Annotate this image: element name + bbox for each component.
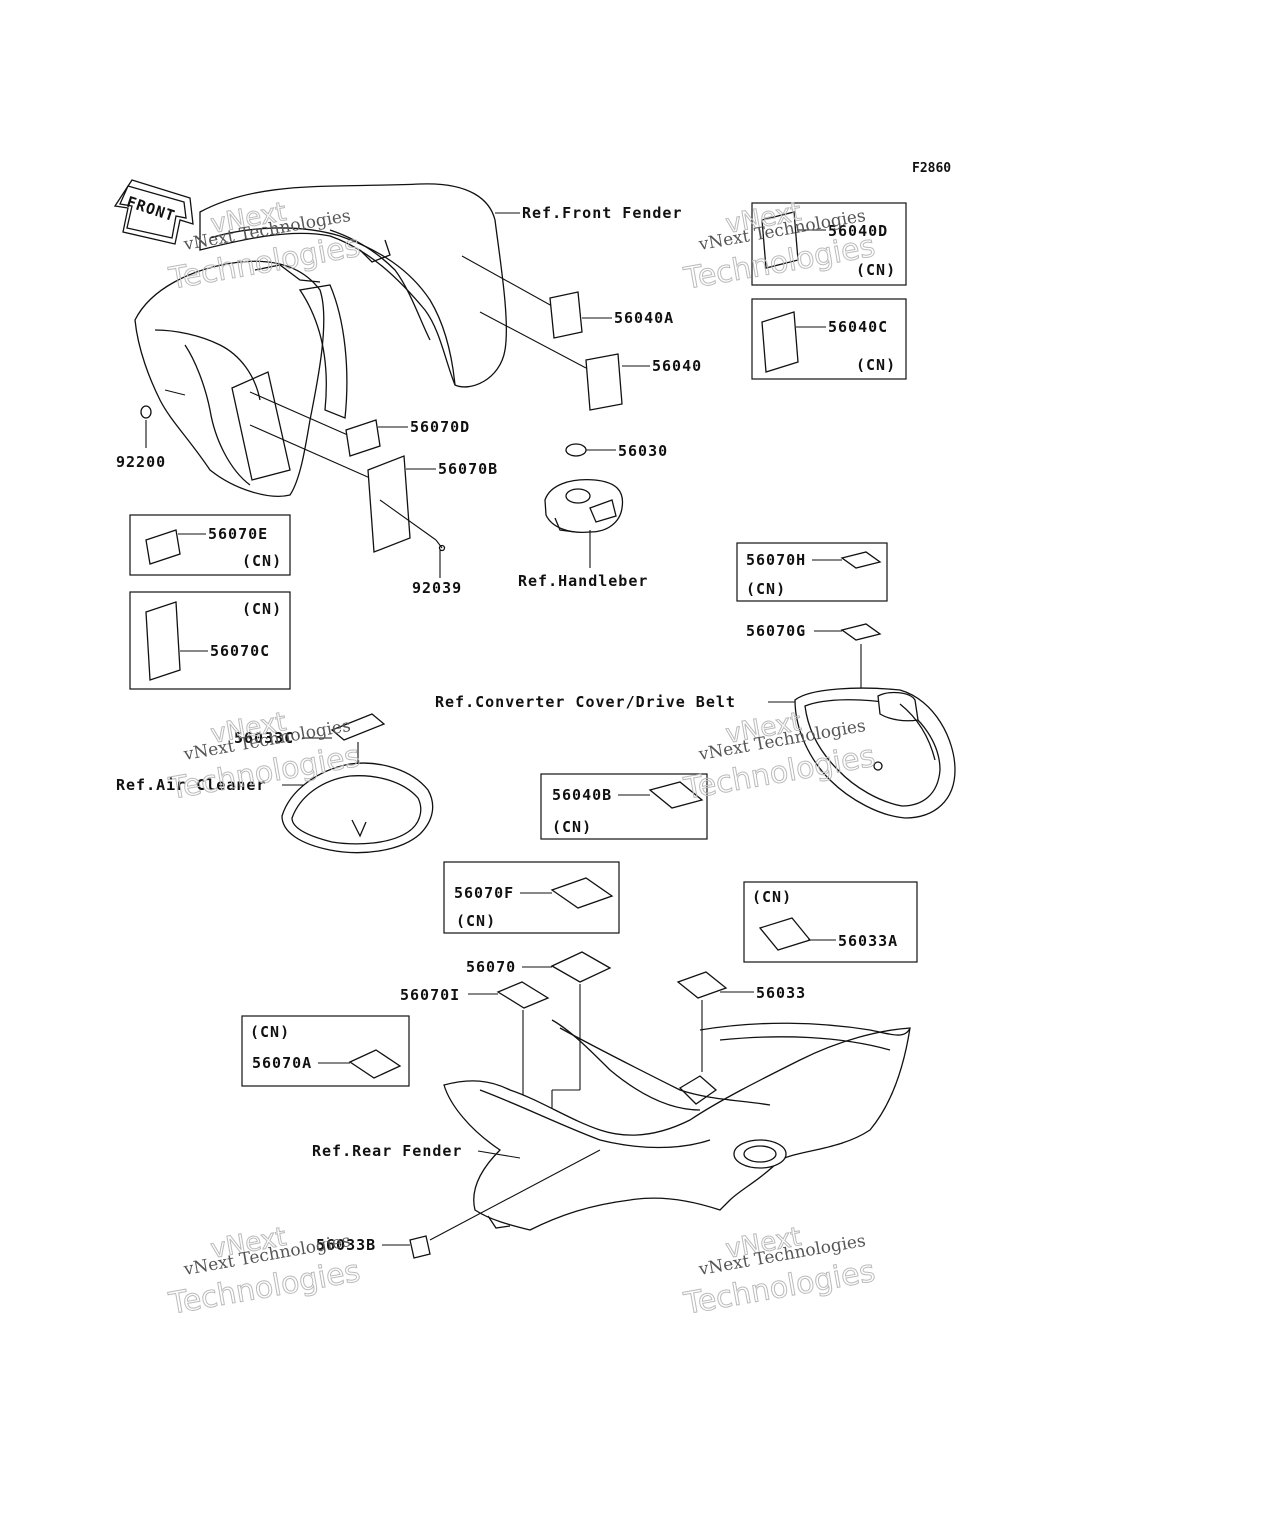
box-56070F — [443, 861, 620, 934]
box-56070E — [129, 514, 291, 576]
decal-56040B — [648, 781, 704, 809]
decal-56070D — [345, 419, 381, 457]
decal-56070F — [550, 877, 614, 909]
box-56033A — [743, 881, 918, 963]
part-56033B-label: 56033B — [316, 1236, 376, 1254]
box-56040C — [751, 298, 907, 380]
box-56070C — [129, 591, 291, 690]
ref-front-fender: Ref.Front Fender — [522, 204, 683, 222]
box-56040D — [751, 202, 907, 286]
box-56070A — [241, 1015, 410, 1087]
part-56070G-label: 56070G — [746, 622, 806, 640]
decal-56040A — [549, 291, 583, 339]
converter-cover-drawing — [794, 687, 956, 819]
cn-tag-56033A: (CN) — [752, 888, 792, 906]
ref-converter-cover: Ref.Converter Cover/Drive Belt — [435, 693, 736, 711]
front-arrow-icon: FRONT — [113, 179, 194, 245]
decal-56070A — [348, 1049, 402, 1079]
part-56070H-label: 56070H — [746, 551, 806, 569]
ref-rear-fender: Ref.Rear Fender — [312, 1142, 462, 1160]
cn-tag-56070E: (CN) — [242, 552, 282, 570]
part-56040B-label: 56040B — [552, 786, 612, 804]
part-56070-label: 56070 — [466, 958, 516, 976]
part-56030-label: 56030 — [618, 442, 668, 460]
part-56033A-label: 56033A — [838, 932, 898, 950]
part-92200-label: 92200 — [116, 453, 166, 471]
box-56040B — [540, 773, 708, 840]
decal-56070I — [496, 981, 550, 1009]
decal-56070C — [145, 601, 181, 681]
decal-56033 — [676, 971, 728, 999]
ref-handlebar: Ref.Handleber — [518, 572, 648, 590]
decal-56070G — [840, 623, 882, 641]
ref-air-cleaner: Ref.Air Cleaner — [116, 776, 266, 794]
cn-tag-56070F: (CN) — [456, 912, 496, 930]
part-56033-label: 56033 — [756, 984, 806, 1002]
box-56070H — [736, 542, 888, 602]
decal-56033B — [409, 1235, 431, 1259]
part-56070D-label: 56070D — [410, 418, 470, 436]
part-92039-label: 92039 — [412, 579, 462, 597]
decal-56040D — [761, 211, 799, 269]
part-56070F-label: 56070F — [454, 884, 514, 902]
cn-tag-56040C: (CN) — [856, 356, 896, 374]
cn-tag-56070A: (CN) — [250, 1023, 290, 1041]
cn-tag-56070H: (CN) — [746, 580, 786, 598]
decal-56040C — [761, 311, 799, 373]
part-56070I-label: 56070I — [400, 986, 460, 1004]
cn-tag-56040B: (CN) — [552, 818, 592, 836]
decal-56033C — [330, 713, 386, 741]
decal-56040 — [585, 353, 623, 411]
figure-code: F2860 — [912, 161, 951, 176]
front-fender-drawing — [134, 183, 507, 497]
part-56040C-label: 56040C — [828, 318, 888, 336]
decal-56033A — [758, 917, 812, 951]
part-56040D-label: 56040D — [828, 222, 888, 240]
part-56070B-label: 56070B — [438, 460, 498, 478]
handlebar-cover-drawing — [544, 479, 624, 534]
decal-56070H — [840, 551, 882, 569]
part-56040-label: 56040 — [652, 357, 702, 375]
part-56070E-label: 56070E — [208, 525, 268, 543]
grommet-92200 — [140, 405, 152, 419]
decal-56070E — [145, 529, 181, 565]
cn-tag-56040D: (CN) — [856, 261, 896, 279]
decal-56070B — [367, 455, 411, 553]
cn-tag-56070C: (CN) — [242, 600, 282, 618]
part-56070C-label: 56070C — [210, 642, 270, 660]
rear-fender-drawing — [443, 1019, 911, 1231]
part-56070A-label: 56070A — [252, 1054, 312, 1072]
air-cleaner-cover-drawing — [281, 762, 434, 854]
part-56040A-label: 56040A — [614, 309, 674, 327]
part-56033C-label: 56033C — [234, 729, 294, 747]
decal-56070 — [550, 951, 612, 983]
decal-56030 — [565, 443, 587, 457]
